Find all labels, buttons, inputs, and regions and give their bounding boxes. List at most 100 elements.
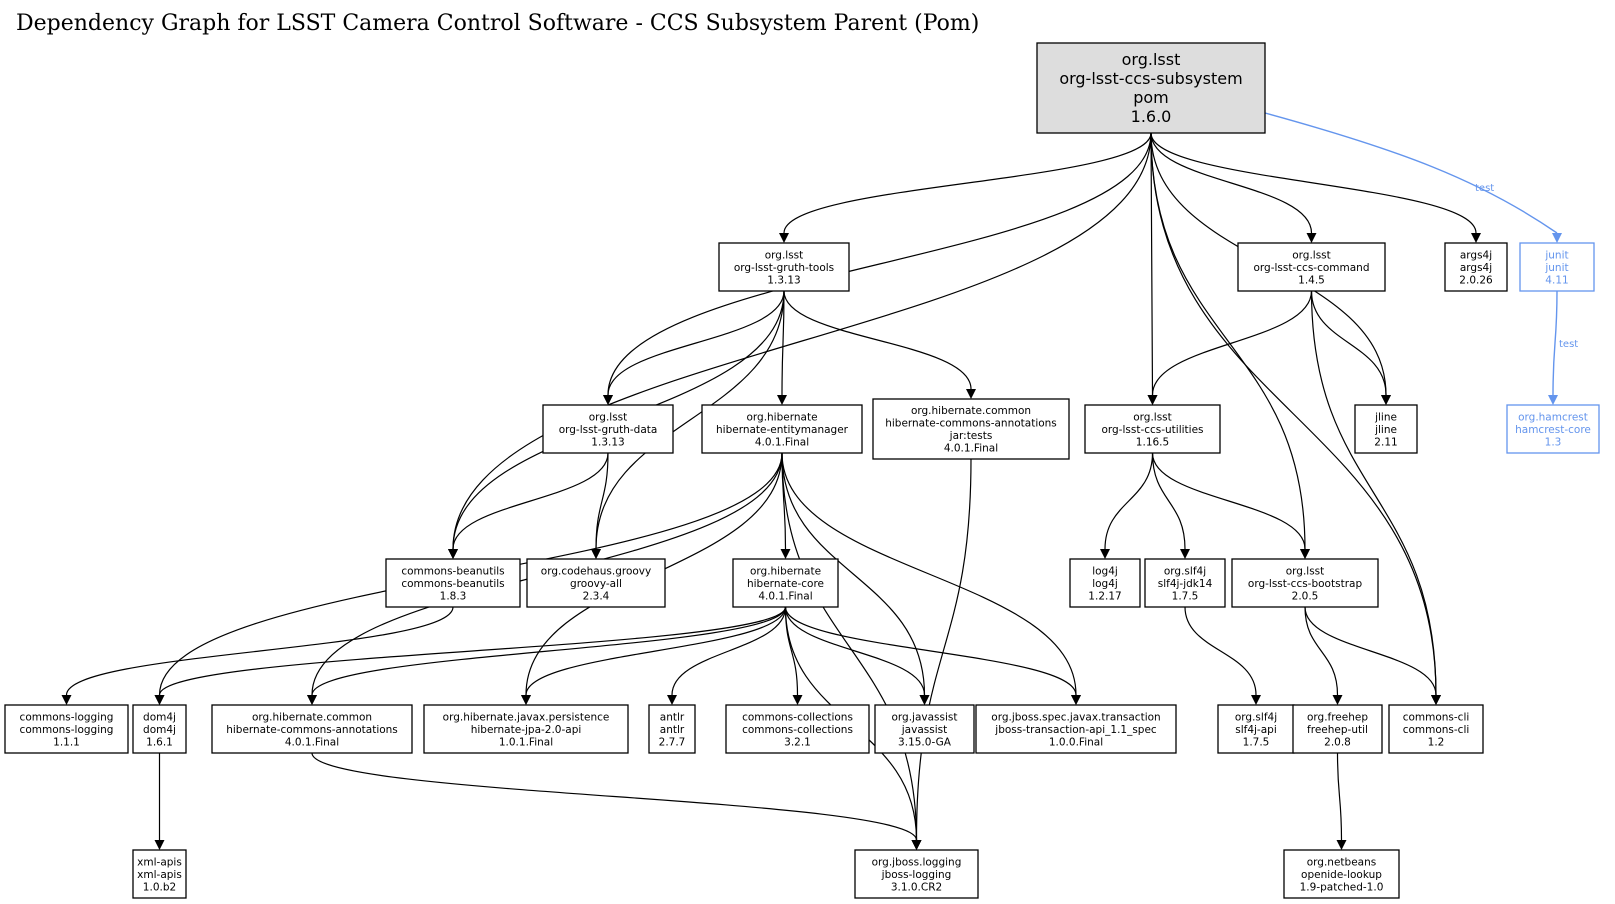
arrowhead-icon <box>1180 549 1190 559</box>
edge-line <box>525 606 787 696</box>
node-artifact-id: org-lsst-gruth-data <box>559 424 658 436</box>
dependency-edge <box>1151 452 1310 559</box>
node-box[interactable] <box>385 558 521 608</box>
dependency-edge <box>591 452 609 559</box>
node-box[interactable] <box>423 704 629 754</box>
node-box[interactable] <box>701 404 863 454</box>
node-group-id: org.lsst <box>1292 249 1331 261</box>
node-hca-tests[interactable]: org.hibernate.commonhibernate-commons-an… <box>872 398 1070 460</box>
node-artifact-id: junit <box>1544 262 1568 274</box>
node-hca[interactable]: org.hibernate.commonhibernate-commons-an… <box>211 704 413 754</box>
node-box[interactable] <box>854 849 979 899</box>
node-box[interactable] <box>132 704 187 754</box>
edge-line <box>1104 452 1154 550</box>
node-artifact-id: org-lsst-ccs-utilities <box>1101 424 1203 436</box>
node-jta[interactable]: org.jboss.spec.javax.transactionjboss-tr… <box>975 704 1177 754</box>
node-version: 3.15.0-GA <box>898 736 952 748</box>
node-box[interactable] <box>872 398 1070 460</box>
dependency-edge <box>911 458 972 850</box>
node-box[interactable] <box>1292 704 1383 754</box>
node-box[interactable] <box>1519 242 1595 292</box>
node-box[interactable] <box>1283 849 1400 899</box>
node-group-id: org.netbeans <box>1307 856 1376 868</box>
node-box[interactable] <box>4 704 129 754</box>
node-group-id: junit <box>1544 249 1568 261</box>
node-box[interactable] <box>874 704 975 754</box>
node-box[interactable] <box>211 704 413 754</box>
node-box[interactable] <box>1069 558 1141 608</box>
node-box[interactable] <box>1388 704 1484 754</box>
node-box[interactable] <box>1444 242 1508 292</box>
edge-line <box>65 606 454 696</box>
node-artifact-id: javassist <box>901 724 947 736</box>
node-box[interactable] <box>526 558 666 608</box>
arrowhead-icon <box>966 389 976 399</box>
node-collections[interactable]: commons-collectionscommons-collections3.… <box>725 704 870 754</box>
node-group-id: org.hibernate <box>746 411 817 423</box>
node-artifact-id: hibernate-core <box>747 578 824 590</box>
node-group-id: org.slf4j <box>1235 711 1277 723</box>
node-box[interactable] <box>725 704 870 754</box>
node-box[interactable] <box>718 242 850 292</box>
node-box[interactable] <box>1506 404 1600 454</box>
node-version: 1.3 <box>1545 436 1562 448</box>
node-box[interactable] <box>975 704 1177 754</box>
node-box[interactable] <box>1217 704 1295 754</box>
node-group-id: org.slf4j <box>1164 565 1206 577</box>
node-artifact-id: dom4j <box>143 724 176 736</box>
arrowhead-icon <box>1306 233 1317 243</box>
node-jpa[interactable]: org.hibernate.javax.persistencehibernate… <box>423 704 629 754</box>
node-box[interactable] <box>1237 242 1386 292</box>
node-version: 1.2 <box>1428 736 1445 748</box>
node-group-id: org.freehep <box>1307 711 1368 723</box>
node-version: 1.8.3 <box>440 590 467 602</box>
node-artifact-id: xml-apis <box>137 869 182 881</box>
dependency-edge <box>784 606 1081 705</box>
node-box[interactable] <box>1354 404 1418 454</box>
node-hib-em[interactable]: org.hibernatehibernate-entitymanager4.0.… <box>701 404 863 454</box>
node-box[interactable] <box>1144 558 1226 608</box>
edge-line <box>452 452 609 550</box>
edge-line <box>784 606 926 696</box>
node-box[interactable] <box>542 404 674 454</box>
node-artifact-id: jboss-transaction-api_1.1_spec <box>994 724 1157 736</box>
node-box[interactable] <box>1231 558 1379 608</box>
node-group-id: log4j <box>1092 565 1118 577</box>
node-box[interactable] <box>648 704 696 754</box>
node-box[interactable] <box>1084 404 1221 454</box>
arrowhead-icon <box>1548 395 1558 405</box>
node-artifact-id: antlr <box>660 724 685 736</box>
dependency-edge <box>1147 290 1313 405</box>
node-openide[interactable]: org.netbeansopenide-lookup1.9-patched-1.… <box>1283 849 1400 899</box>
node-group-id: commons-cli <box>1403 711 1470 723</box>
node-box[interactable] <box>732 558 839 608</box>
node-box[interactable] <box>1036 42 1266 134</box>
node-artifact-id: openide-lookup <box>1301 869 1382 881</box>
node-box[interactable] <box>132 849 187 899</box>
graph-title: Dependency Graph for LSST Camera Control… <box>16 11 979 36</box>
